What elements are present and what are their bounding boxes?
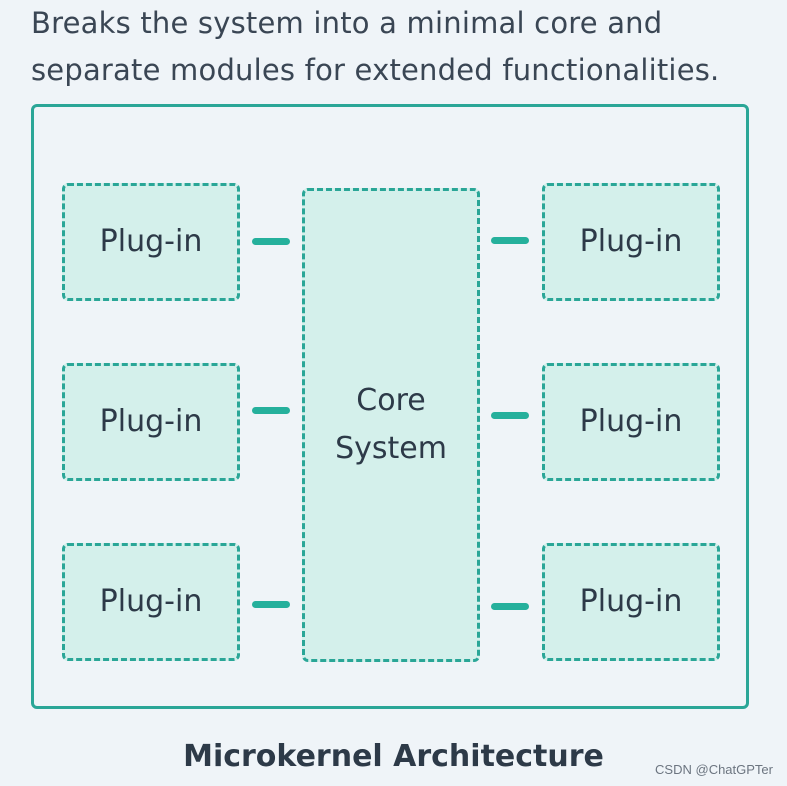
- plugin-box-right-2: Plug-in: [542, 363, 720, 481]
- connector-right-2: [491, 412, 529, 419]
- plugin-box-left-1: Plug-in: [62, 183, 240, 301]
- diagram-caption: Microkernel Architecture: [183, 739, 604, 774]
- plugin-box-left-3: Plug-in: [62, 543, 240, 661]
- connector-right-1: [491, 237, 529, 244]
- architecture-frame: [31, 104, 749, 709]
- core-system-box: Core System: [302, 188, 480, 662]
- watermark: CSDN @ChatGPTer: [655, 762, 773, 777]
- connector-left-3: [252, 601, 290, 608]
- connector-left-2: [252, 407, 290, 414]
- connector-left-1: [252, 238, 290, 245]
- description-text: Breaks the system into a minimal core an…: [31, 6, 720, 87]
- plugin-box-right-1: Plug-in: [542, 183, 720, 301]
- plugin-box-left-2: Plug-in: [62, 363, 240, 481]
- connector-right-3: [491, 603, 529, 610]
- plugin-box-right-3: Plug-in: [542, 543, 720, 661]
